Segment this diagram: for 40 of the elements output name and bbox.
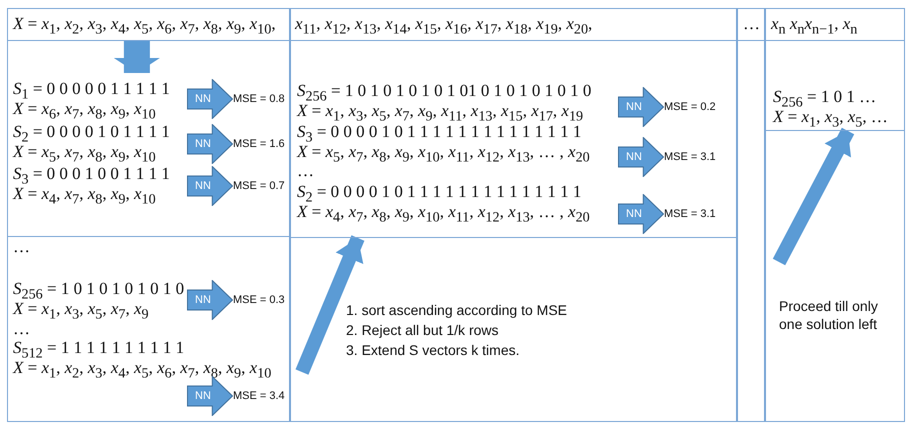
block-arrow-connector bbox=[296, 235, 364, 375]
table-cell bbox=[7, 40, 290, 237]
arrow-label: NN bbox=[626, 151, 642, 163]
mse-value: MSE = 3.1 bbox=[664, 208, 716, 220]
arrow-label: NN bbox=[195, 180, 211, 192]
arrow-label: NN bbox=[195, 390, 211, 402]
arrow-label: NN bbox=[195, 138, 211, 150]
table-cell bbox=[7, 236, 290, 422]
block-arrow-connector bbox=[772, 128, 854, 266]
step-list-text: 2. Reject all but 1/k rows bbox=[346, 321, 499, 339]
table-cell bbox=[765, 40, 905, 131]
equation-text: X = x$_{1}$, x$_{2}$, x$_{3}$, x$_{4}$, x$_{5}$, x$_{6}$, x$_{7}$, x$_{8}$, x$_{9}$, x$_{10}$, bbox=[13, 14, 276, 40]
table-cell bbox=[765, 8, 905, 41]
table-cell bbox=[737, 8, 765, 41]
table-cell bbox=[290, 40, 737, 238]
mse-value: MSE = 0.2 bbox=[664, 101, 716, 113]
arrow-label: NN bbox=[195, 294, 211, 306]
arrow-label: NN bbox=[626, 208, 642, 220]
equation-text: x$_{11}$, x$_{12}$, x$_{13}$, x$_{14}$, x$_{15}$, x$_{16}$, x$_{17}$, x$_{18}$, x$_{19}$, x$_{20}$, bbox=[295, 14, 592, 40]
arrow-label: NN bbox=[195, 93, 211, 105]
note-text: Proceed till only one solution left bbox=[779, 297, 879, 333]
mse-value: MSE = 0.3 bbox=[233, 294, 285, 306]
table-cell bbox=[290, 237, 737, 422]
empty-table-cell bbox=[737, 40, 765, 422]
ellipsis-text: … bbox=[13, 237, 30, 257]
equation-text: S$_{512}$ = 1 1 1 1 1 1 1 1 1 1 bbox=[13, 338, 184, 362]
mse-value: MSE = 1.6 bbox=[233, 138, 285, 150]
block-arrow-connector bbox=[114, 41, 160, 73]
table-cell bbox=[7, 8, 290, 41]
mse-value: MSE = 0.8 bbox=[233, 93, 285, 105]
mse-value: MSE = 3.4 bbox=[233, 390, 285, 402]
mse-value: MSE = 0.7 bbox=[233, 180, 285, 192]
table-cell bbox=[765, 130, 905, 422]
table-cell bbox=[290, 8, 737, 41]
step-list-text: 3. Extend S vectors k times. bbox=[346, 341, 520, 359]
ellipsis-text: … bbox=[743, 14, 760, 34]
step-list-text: 1. sort ascending according to MSE bbox=[346, 301, 568, 319]
mse-value: MSE = 3.1 bbox=[664, 151, 716, 163]
arrow-label: NN bbox=[626, 101, 642, 113]
equation-text: x$_{n}$ x$_{n}$x$_{n−1}$, x$_{n}$ bbox=[771, 14, 858, 40]
